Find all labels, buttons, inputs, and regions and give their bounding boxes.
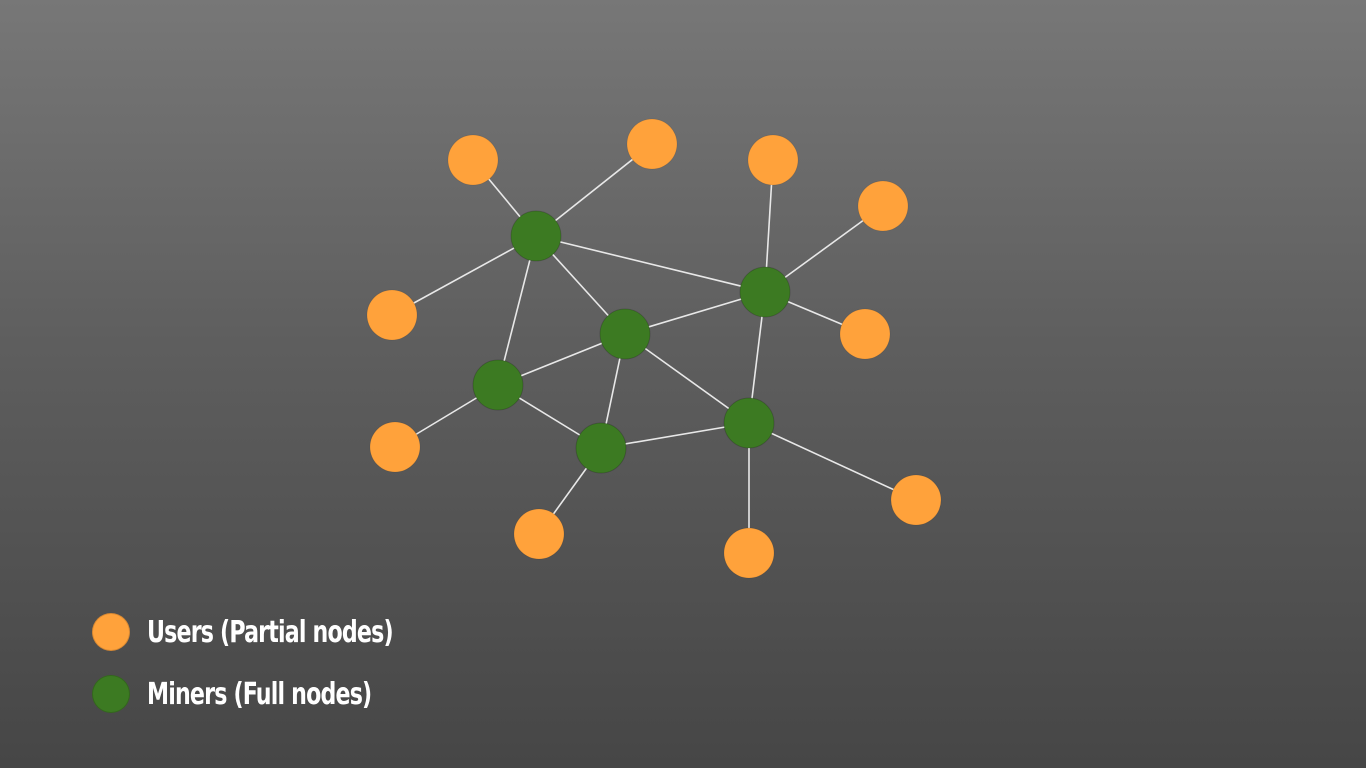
miner-node-m1 [510,210,562,262]
miner-node-swatch-icon [92,675,130,713]
edges-group [391,143,917,553]
miner-node-m6 [723,397,775,449]
user-node-u5 [366,289,418,341]
user-node-u9 [723,527,775,579]
miner-node-m4 [472,359,524,411]
edge-m5-m6 [600,422,750,449]
user-node-u8 [513,508,565,560]
miner-node-m3 [599,308,651,360]
user-node-u7 [839,308,891,360]
user-node-u2 [626,118,678,170]
edge-m3-m6 [624,333,750,424]
user-node-u6 [369,421,421,473]
legend-label-users: Users (Partial nodes) [147,614,394,650]
edge-u5-m1 [391,235,537,316]
edge-m1-m4 [497,235,537,386]
miner-node-m2 [739,266,791,318]
edge-u10-m6 [748,422,917,501]
legend-item-miners: Miners (Full nodes) [92,674,447,714]
legend-label-miners: Miners (Full nodes) [147,676,372,712]
nodes-group [366,118,942,579]
user-node-u1 [447,134,499,186]
miner-node-m5 [575,422,627,474]
user-node-u3 [747,134,799,186]
user-node-u4 [857,180,909,232]
legend-item-users: Users (Partial nodes) [92,612,447,652]
edge-m1-m2 [535,235,766,293]
user-node-u10 [890,474,942,526]
legend: Users (Partial nodes) Miners (Full nodes… [92,612,447,736]
user-node-swatch-icon [92,613,130,651]
